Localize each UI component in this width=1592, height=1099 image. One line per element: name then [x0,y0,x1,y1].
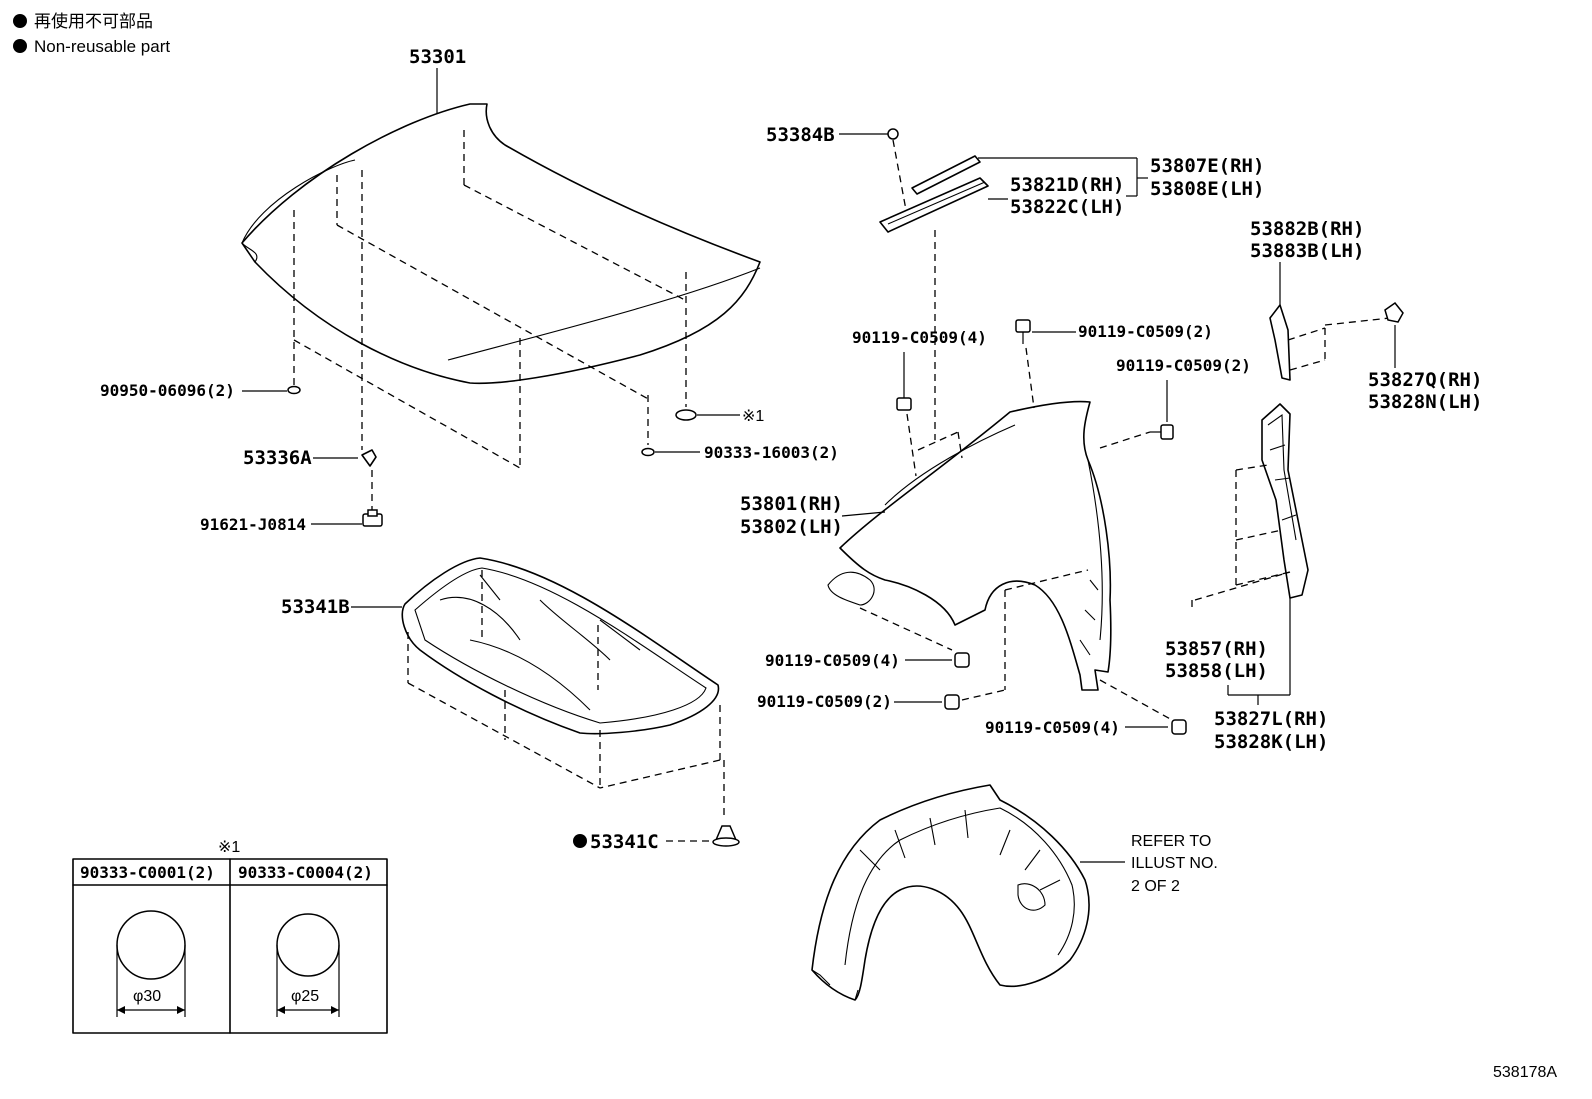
label-nut: 91621-J0814 [200,515,306,534]
fender-strip [879,155,989,233]
fender-cover [1269,304,1291,381]
detail-part-1: 90333-C0001(2) [80,863,215,882]
label-seal: 53384B [766,124,835,146]
label-refer-3: 2 OF 2 [1131,878,1180,895]
detail-diameter-1: φ30 [133,988,161,1005]
detail-part-2: 90333-C0004(2) [238,863,373,882]
label-bracket-rh: 53827Q(RH) [1368,369,1482,391]
label-retainer-rh: 53821D(RH) [1010,174,1124,196]
hood-insulator [401,557,720,735]
bolt-icon [1015,319,1031,344]
label-note-ref: ※1 [742,408,764,425]
label-insulator: 53341B [281,596,350,618]
bolt-icon [944,694,960,710]
bracket-icon [1384,301,1404,323]
label-refer-2: ILLUST NO. [1131,855,1218,872]
label-seal-rh: 53857(RH) [1165,638,1268,660]
label-cover-rh: 53882B(RH) [1250,218,1364,240]
bolt-icon [1171,719,1187,735]
label-cover-lh: 53883B(LH) [1250,240,1364,262]
label-stay: 53336A [243,447,312,469]
fender-protector [1261,403,1309,599]
insulator-dash-lines [407,570,725,820]
label-bolt-b: 90119-C0509(2) [1078,322,1213,341]
legend-jp: 再使用不可部品 [34,11,153,31]
label-bolt-a: 90119-C0509(4) [852,328,987,347]
label-bolt-e: 90119-C0509(2) [757,692,892,711]
label-grommet-a: 90950-06096(2) [100,381,235,400]
label-strip-rh: 53807E(RH) [1150,155,1264,177]
fender-liner [811,784,1090,1001]
bolt-icon [1150,424,1174,440]
label-protector-lh: 53828K(LH) [1214,731,1328,753]
legend-en: Non-reusable part [34,37,170,56]
label-clip: 53341C [590,831,659,853]
label-retainer-lh: 53822C(LH) [1010,196,1124,218]
label-refer-1: REFER TO [1131,833,1211,850]
detail-diameter-2: φ25 [291,988,319,1005]
detail-table-note: ※1 [218,839,240,856]
front-fender [827,400,1112,691]
bolt-icon [954,652,970,668]
non-reusable-bullet-icon [573,834,587,848]
hood-panel [241,103,761,385]
label-bolt-c: 90119-C0509(2) [1116,356,1251,375]
label-strip-lh: 53808E(LH) [1150,178,1264,200]
label-seal-lh: 53858(LH) [1165,660,1268,682]
label-bolt-f: 90119-C0509(4) [985,718,1120,737]
clip-icon [712,825,740,847]
non-reusable-bullet-icon [13,14,27,28]
label-bracket-lh: 53828N(LH) [1368,391,1482,413]
illustration-number: 538178A [1493,1064,1557,1081]
seal-icon [887,128,899,140]
label-fender-lh: 53802(LH) [740,516,843,538]
nut-icon [362,509,383,527]
non-reusable-bullet-icon [13,39,27,53]
hood-dash-lines [293,130,687,469]
bolt-icon [896,386,912,411]
label-grommet-b: 90333-16003(2) [704,443,839,462]
label-bolt-d: 90119-C0509(4) [765,651,900,670]
label-protector-rh: 53827L(RH) [1214,708,1328,730]
label-hood: 53301 [409,46,466,68]
label-fender-rh: 53801(RH) [740,493,843,515]
legend: 再使用不可部品 Non-reusable part [13,11,170,56]
detail-table: ※1 90333-C0001(2) 90333-C0004(2) φ30 φ25 [72,839,388,1034]
